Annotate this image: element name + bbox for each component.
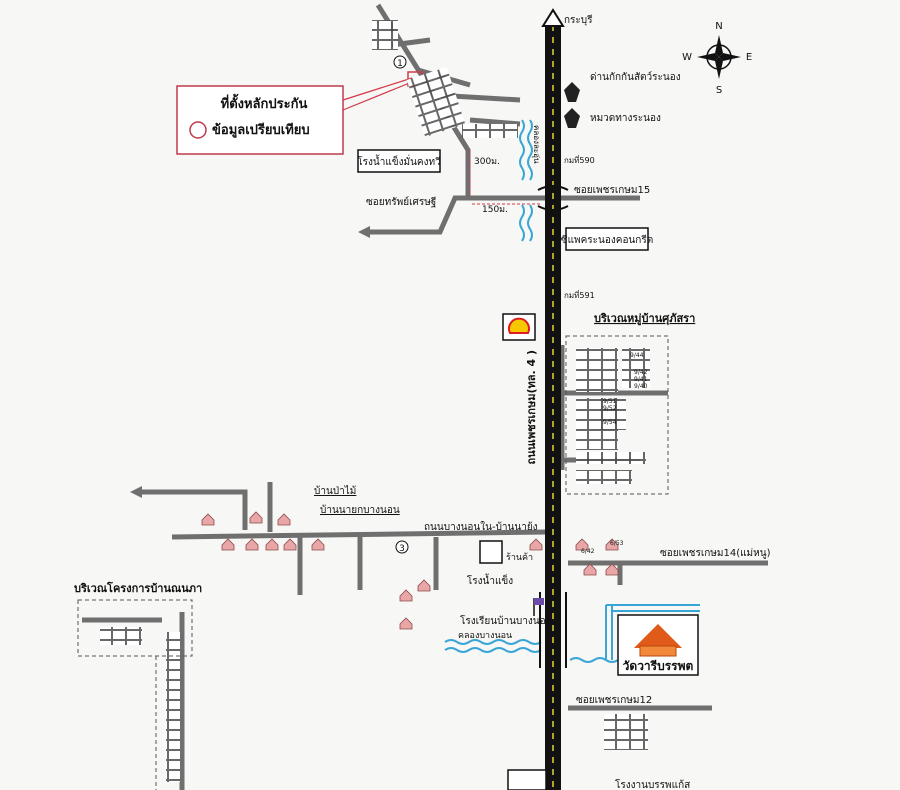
house-markers	[201, 511, 619, 630]
compass-s: S	[716, 85, 722, 96]
cpac-box	[565, 227, 649, 251]
label-canal-bang-non: คลองบางนอน	[458, 631, 512, 641]
label-soi-14: ซอยเพชรเกษม14(แม่หนู)	[660, 548, 771, 559]
map-labels: กระบุรี ด่านกักกันสัตว์ระนอง หมวดทางระนอ…	[74, 14, 771, 706]
label-main-highway: ถนนเพชรเกษม(ทล. 4 )	[525, 350, 538, 465]
legend-box: ที่ตั้งหลักประกัน ข้อมูลเปรียบเทียบ 1	[176, 55, 423, 155]
label-highway-district: หมวดทางระนอง	[590, 113, 661, 124]
label-village-head: บ้านนายกบางนอน	[320, 504, 400, 516]
house-no-6-42: 6/42	[581, 548, 595, 555]
distance-lines	[469, 150, 540, 205]
marker-1-number: 1	[397, 59, 403, 69]
main-highway	[537, 8, 569, 790]
label-shop: ร้านค้า	[506, 552, 533, 563]
label-road-bang-non: ถนนบางนอนใน-บ้านนาย้ง	[424, 521, 538, 533]
garuda-emblem-icon	[564, 108, 580, 128]
compass-n: N	[715, 21, 722, 32]
marker-3	[395, 540, 409, 554]
label-canal-top: คลองละอุ่น	[532, 125, 541, 164]
factory-bottom-label: โรงงานบรรพแก้ส	[615, 778, 690, 790]
marker-3-number: 3	[399, 544, 405, 554]
house-no-644: 9/44	[630, 352, 644, 359]
north-arrow-icon	[541, 8, 565, 27]
house-no-641: 9/41	[634, 376, 648, 383]
label-house-pa-mai: บ้านป่าไม้	[314, 485, 356, 497]
temple-icon	[634, 624, 682, 657]
cpac-label: ซีแพคระนองคอนกรีต	[561, 234, 653, 246]
label-km590: กมที่590	[564, 154, 595, 165]
bridge-icon	[537, 185, 569, 211]
label-soi-12: ซอยเพชรเกษม12	[576, 695, 652, 706]
ice-factory-label: โรงน้ำแข็ง	[467, 573, 513, 587]
label-soi-15: ซอยเพชรเกษม15	[574, 185, 650, 196]
canals	[444, 119, 700, 663]
label-kraburi: กระบุรี	[564, 14, 593, 26]
village-boundary	[565, 335, 669, 495]
west-arrow-icon	[130, 486, 142, 498]
factory-bottom-box	[507, 769, 547, 790]
label-dist-300: 300ม.	[474, 157, 500, 167]
ice-factory-box	[479, 540, 503, 564]
legend-location-label: ที่ตั้งหลักประกัน	[221, 93, 308, 112]
label-housing-project: บริเวณโครงการบ้านณนภา	[74, 581, 202, 595]
side-roads	[82, 3, 768, 790]
housing-project-boundary	[77, 599, 193, 657]
comparison-circle-icon	[189, 121, 207, 139]
marker-1	[393, 55, 407, 69]
school-flag-icon	[533, 598, 544, 616]
compass-w: W	[682, 52, 692, 63]
ice-factory-top-box	[357, 149, 441, 173]
west-arrow-icon	[358, 226, 370, 238]
house-no-652: 9/52	[603, 405, 617, 412]
house-no-640: 9/40	[634, 383, 648, 390]
temple-label: วัดวารีบรรพต	[623, 659, 694, 673]
house-no-642: 9/42	[634, 369, 648, 376]
legend-comparison-label: ข้อมูลเปรียบเทียบ	[212, 122, 310, 138]
compass-rose-icon: N S E W	[682, 21, 752, 96]
house-no-654: 9/54	[603, 419, 617, 426]
legend-pointer	[342, 77, 413, 111]
label-dist-150: 150ม.	[482, 205, 508, 215]
ice-factory-top-label: โรงน้ำแข็งมั่นคงทวี	[357, 154, 440, 168]
label-school: โรงเรียนบ้านบางนอน	[460, 614, 553, 627]
compass-e: E	[746, 52, 752, 63]
label-checkpoint: ด่านกักกันสัตว์ระนอง	[590, 71, 681, 83]
label-km591: กมที่591	[564, 289, 595, 300]
garuda-emblem-icon	[564, 82, 580, 102]
label-village-area: บริเวณหมู่บ้านศุภัสรา	[594, 312, 695, 326]
house-no-6-53: 6/53	[610, 540, 624, 547]
building-lots	[100, 20, 650, 782]
shell-logo-icon	[508, 317, 530, 334]
house-no-651: 9/51	[603, 398, 617, 405]
label-soi-sap-sethi: ซอยทรัพย์เศรษฐี	[366, 196, 436, 208]
